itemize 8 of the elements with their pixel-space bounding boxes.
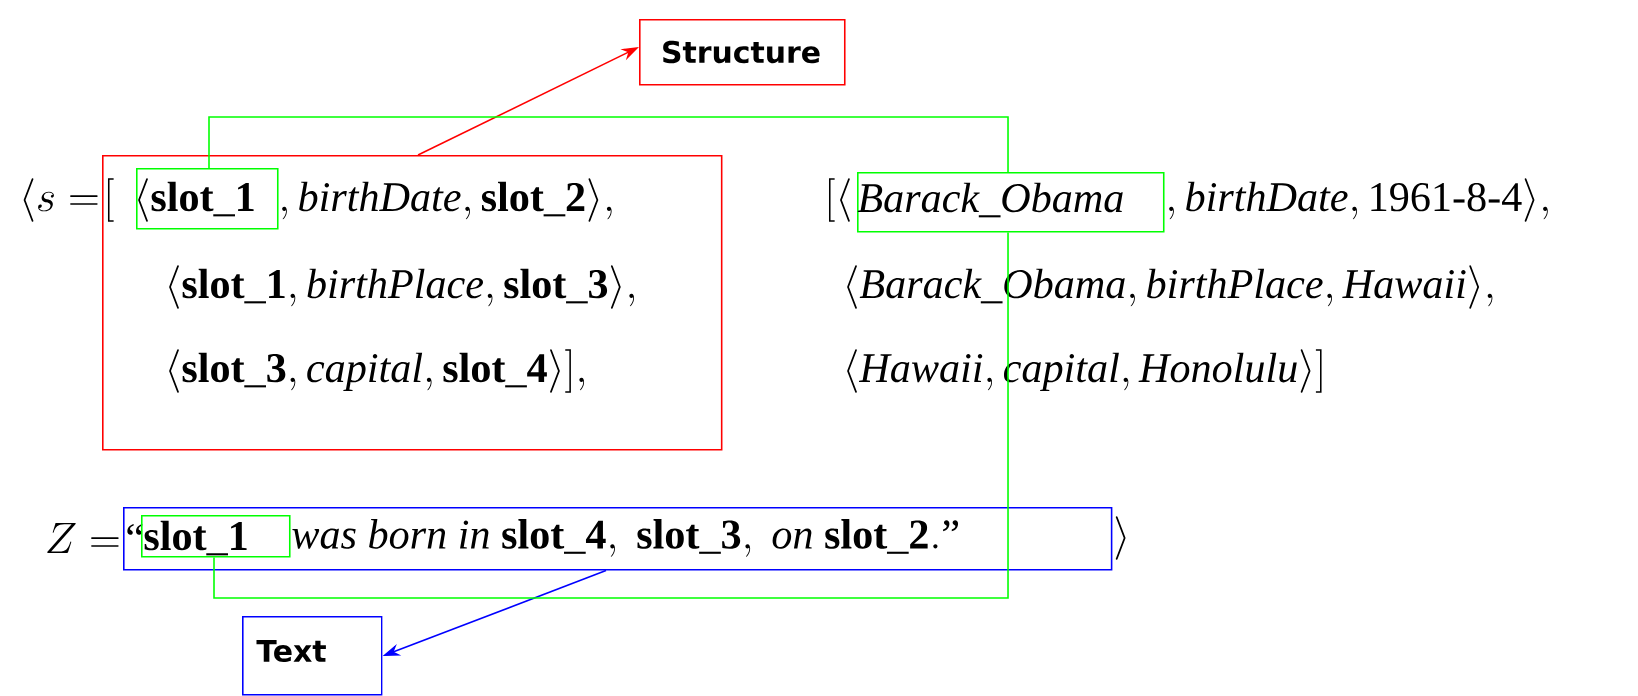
label-box: Text [242, 616, 383, 696]
highlight-box: $\langle\mathbf{slot\_1}$ [136, 168, 279, 230]
label-box: Structure [639, 19, 846, 86]
connector-line [213, 231, 1009, 599]
formula: $\rangle$ [1115, 516, 1126, 560]
formula: $Z =$ [47, 523, 119, 553]
connector-line [208, 116, 1009, 173]
formula: $\langle s =$ [23, 178, 98, 222]
